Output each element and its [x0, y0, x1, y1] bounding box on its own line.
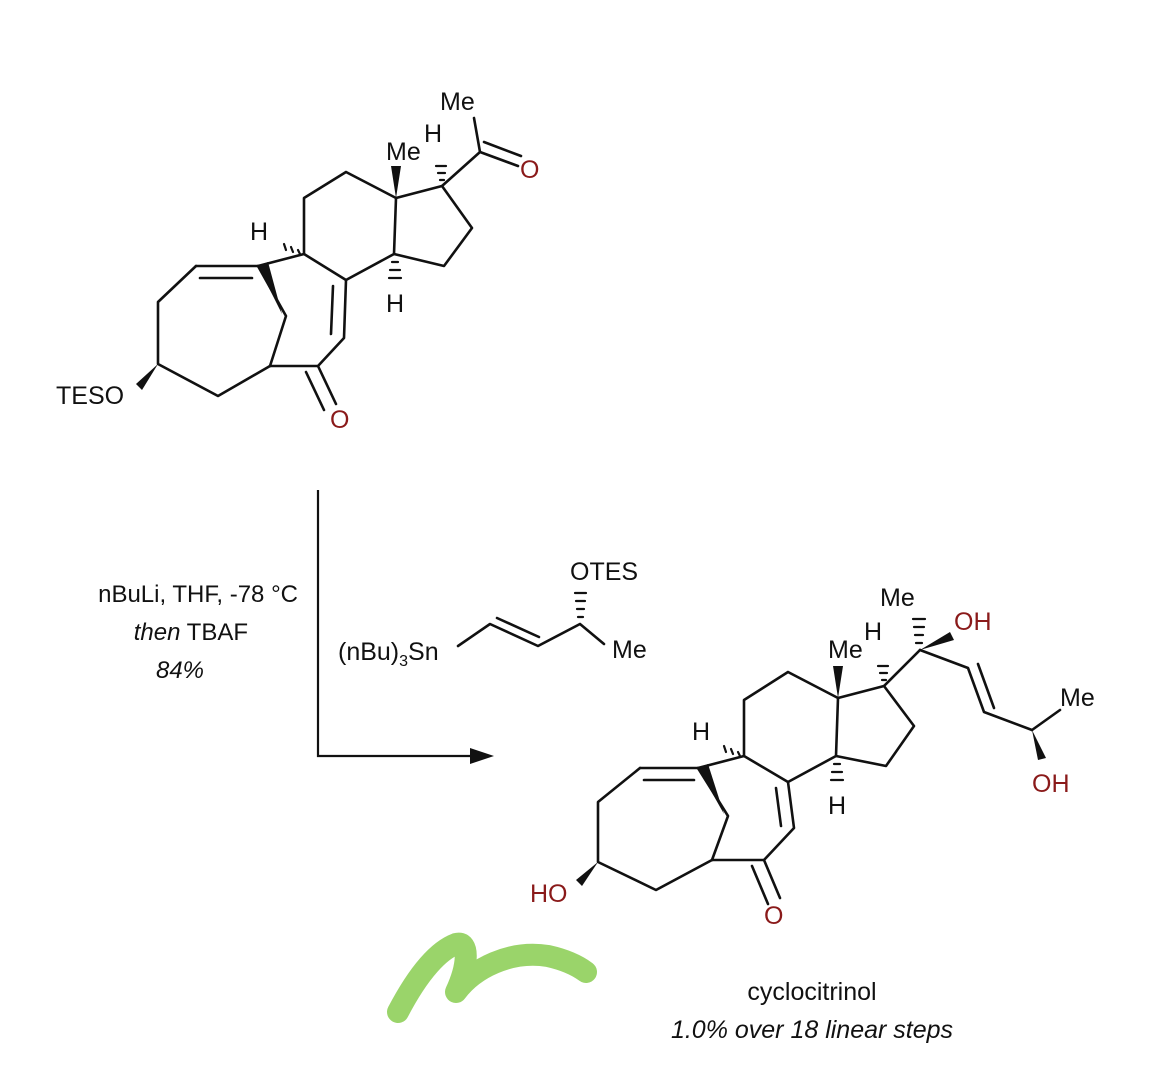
stannane-nbu: (nBu)	[338, 638, 399, 666]
sm-hash-h9	[282, 242, 302, 256]
sm-h14-label: H	[386, 290, 404, 318]
prod-side-me-label: Me	[1060, 684, 1095, 712]
stannane-reagent: (nBu)3Sn OTES Me	[338, 558, 647, 670]
prod-side-bond-1	[882, 648, 922, 688]
sm-acetyl-me-label: Me	[440, 88, 475, 116]
prod-hash-h14	[829, 762, 845, 782]
prod-ho-label: HO	[530, 880, 568, 908]
sm-teso-label: TESO	[56, 382, 124, 410]
sm-h17-label: H	[424, 120, 442, 148]
prod-side-alkene-2	[976, 662, 996, 710]
prod-oh2-wedge	[1032, 730, 1046, 760]
prod-ring-c-bonds	[742, 670, 840, 784]
sm-bridge-wedge	[258, 262, 282, 314]
prod-ketone-bond	[762, 858, 782, 900]
product-structure: HO O OH OH Me Me Me H H H	[530, 584, 1095, 930]
prod-hash-me20	[911, 617, 927, 645]
sm-me-wedge	[391, 166, 401, 198]
sm-acetyl-o-label: O	[520, 156, 539, 184]
prod-oh2-label: OH	[1032, 770, 1070, 798]
stannane-sn: Sn	[408, 638, 439, 666]
prod-ring-b-double	[774, 786, 783, 828]
prod-bridge-wedge	[698, 764, 724, 814]
prod-ho-wedge	[576, 862, 598, 886]
sm-ring-a-bonds	[156, 264, 272, 398]
prod-oh1-wedge	[920, 632, 954, 650]
prod-ketone-bond-2	[750, 864, 770, 906]
prod-ketone-o-label: O	[764, 902, 783, 930]
sm-hash-h17	[434, 164, 448, 182]
sm-acetyl-co-bond	[478, 150, 520, 168]
sm-angular-me-label: Me	[386, 138, 421, 166]
sm-teso-wedge	[136, 364, 158, 390]
sm-ring-b-double	[329, 284, 335, 336]
sm-acetyl-co-bond-2	[482, 140, 523, 158]
sm-h9-label: H	[250, 218, 268, 246]
reaction-conditions: nBuLi, THF, -78 °C then TBAF 84%	[98, 581, 298, 684]
reaction-arrow	[316, 490, 494, 764]
conditions-line-2: then TBAF	[134, 619, 248, 646]
conditions-line-1: nBuLi, THF, -78 °C	[98, 581, 298, 608]
prod-ring-a-bonds	[596, 766, 714, 892]
conditions-then: then	[134, 619, 181, 646]
prod-angular-me-label: Me	[828, 636, 863, 664]
stannane-subscript: 3	[399, 653, 408, 670]
prod-h17-label: H	[864, 618, 882, 646]
product-yield-steps: 1.0% over 18 linear steps	[671, 1016, 953, 1044]
sm-acetyl-me-bond	[472, 116, 482, 154]
sm-ring-d-bonds	[392, 184, 474, 268]
prod-ring-d-bonds	[834, 684, 916, 768]
stannane-me-label: Me	[612, 636, 647, 664]
stannane-hash	[573, 591, 588, 619]
stannane-alkene-2	[495, 616, 541, 639]
sm-hash-h14	[387, 260, 403, 280]
stannane-otes-label: OTES	[570, 558, 638, 586]
prod-h14-label: H	[828, 792, 846, 820]
prod-side-me-bond	[1030, 708, 1062, 732]
sm-ring-b-bonds	[256, 252, 348, 368]
prod-oh1-label: OH	[954, 608, 992, 636]
sm-ring-c-bonds	[302, 170, 398, 282]
product-name: cyclocitrinol	[747, 978, 876, 1006]
sm-ketone-bond	[316, 364, 338, 406]
starting-material-structure: TESO O O Me Me H H H	[56, 88, 539, 434]
prod-side-chain	[918, 648, 1034, 732]
sm-ketone-bond-2	[304, 370, 326, 412]
prod-ring-b-bonds	[696, 754, 796, 862]
prod-hash-h9	[722, 744, 742, 758]
stannane-chain	[456, 622, 606, 648]
conditions-yield: 84%	[156, 657, 204, 684]
green-brush-mark	[387, 932, 597, 1023]
prod-h9-label: H	[692, 718, 710, 746]
prod-hash-h17	[876, 664, 890, 682]
sm-acetyl-bond	[440, 150, 482, 188]
conditions-tbaf: TBAF	[180, 619, 248, 646]
stannane-label: (nBu)3Sn	[338, 638, 439, 670]
sm-ketone-o-label: O	[330, 406, 349, 434]
prod-me-c20-label: Me	[880, 584, 915, 612]
prod-me-wedge	[833, 666, 843, 698]
